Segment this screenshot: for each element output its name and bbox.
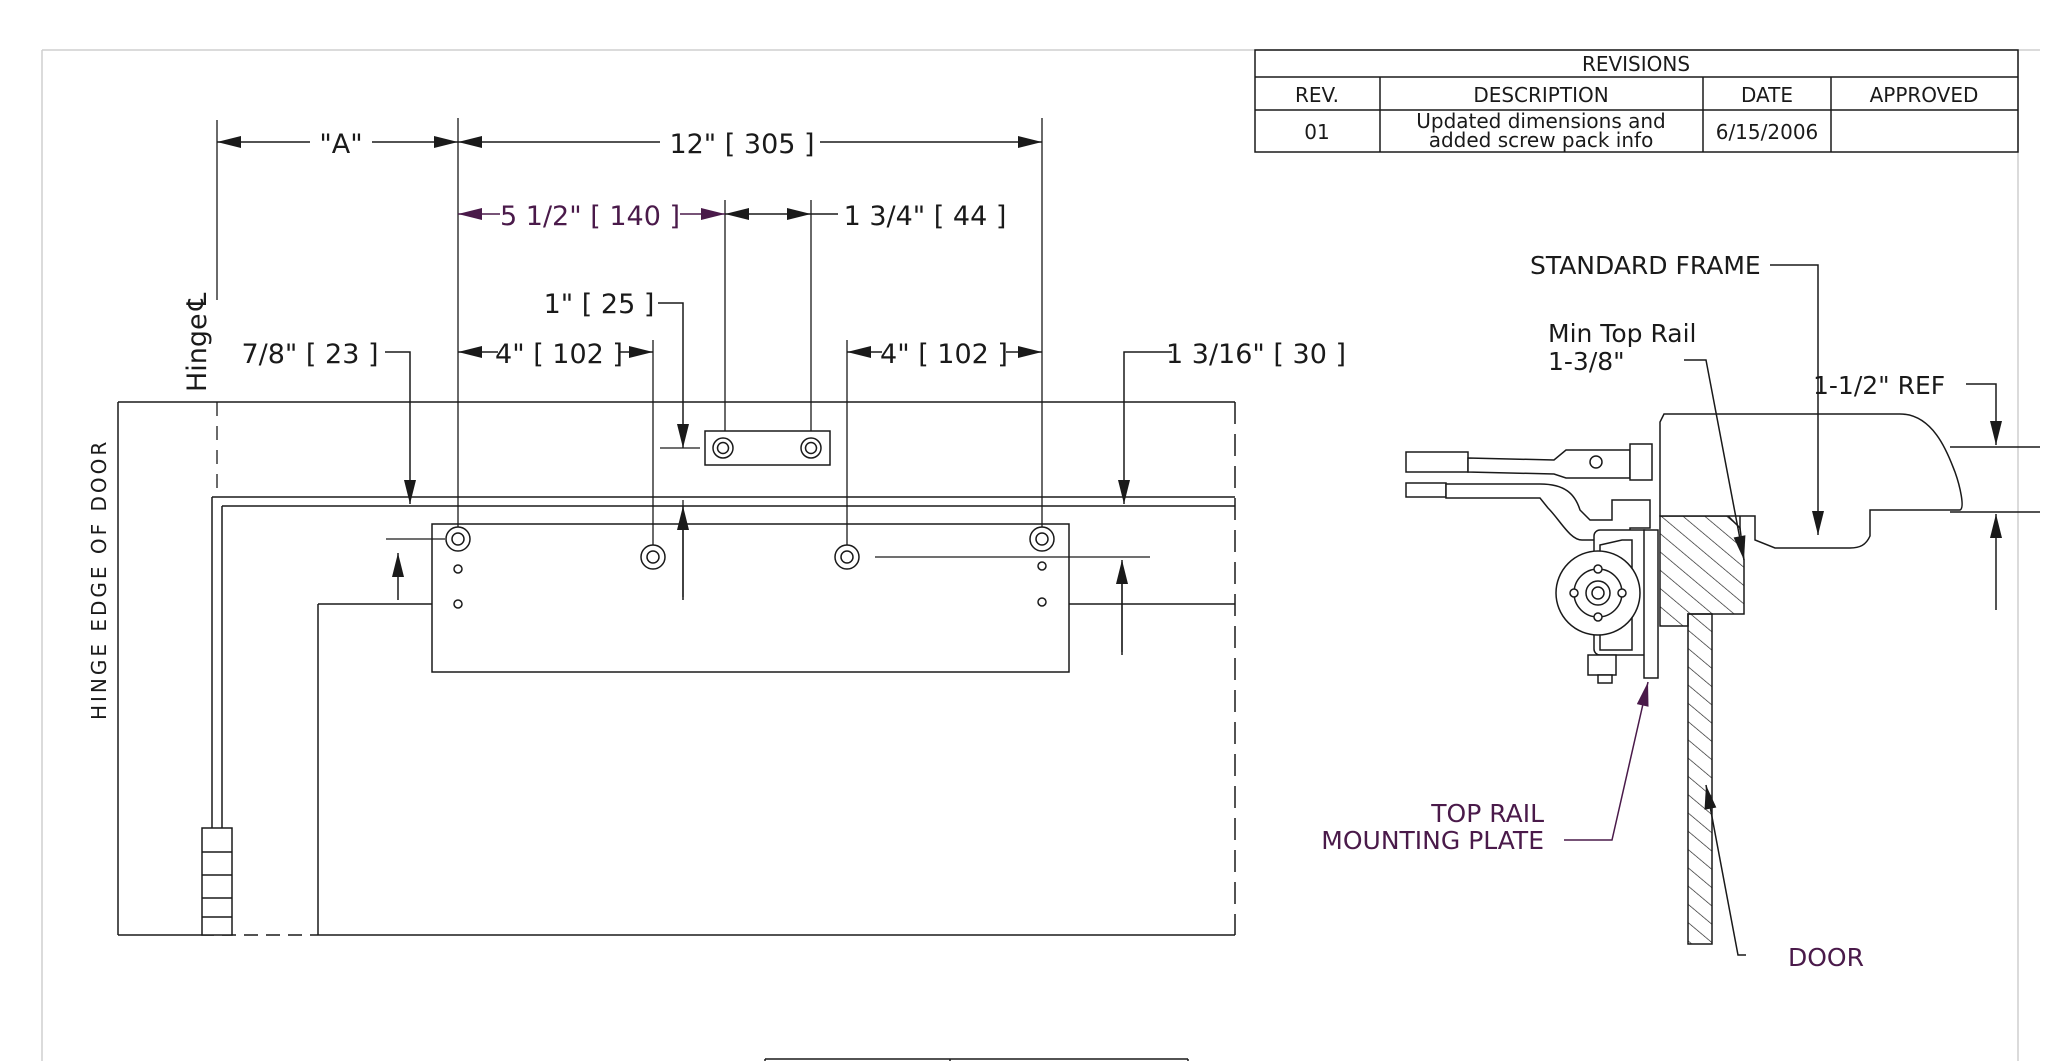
hinge-centerline-label: Hinge ℄ [182, 292, 213, 392]
dim-4-inch-left: 4" [ 102 ] [495, 339, 623, 370]
revisions-title: REVISIONS [1582, 52, 1690, 76]
dim-5-1-2-inch: 5 1/2" [ 140 ] [500, 201, 680, 232]
top-rail-leader [1564, 681, 1649, 841]
dim-1-3-16-inch: 1 3/16" [ 30 ] [1166, 339, 1346, 370]
standard-frame-label: STANDARD FRAME [1530, 251, 1761, 280]
frame-bracket [704, 430, 831, 466]
min-top-rail-label-1: Min Top Rail [1548, 319, 1696, 348]
hinge-label: Hinge [182, 313, 213, 392]
top-rail-label-2: MOUNTING PLATE [1321, 826, 1544, 855]
rev-header-rev: REV. [1295, 83, 1339, 107]
rev-cell-date: 6/15/2006 [1716, 120, 1819, 144]
door-section [1687, 613, 1713, 945]
hinge-icon [201, 827, 233, 936]
hinge-edge-label: HINGE EDGE OF DOOR [87, 439, 111, 720]
title-block-fragment [764, 1058, 1189, 1061]
section-leaders [1684, 264, 2002, 956]
closer-arm [1405, 443, 1653, 541]
rev-cell-rev: 01 [1304, 120, 1329, 144]
top-rail-section [1659, 515, 1745, 627]
rev-header-approved: APPROVED [1870, 83, 1979, 107]
section-view: STANDARD FRAME Min Top Rail 1-3/8" 1-1/2… [1321, 251, 2040, 972]
top-rail-label-1: TOP RAIL [1430, 799, 1544, 828]
front-view: "A" 12" [ 305 ] 5 1/2" [ 140 ] 1 3/4" [ … [87, 118, 1346, 936]
dim-1-inch: 1" [ 25 ] [544, 289, 655, 320]
rev-cell-description-line2: added screw pack info [1429, 128, 1654, 152]
centerline-icon: ℄ [182, 292, 213, 311]
dim-4-inch-right: 4" [ 102 ] [880, 339, 1008, 370]
extension-lines [216, 118, 1150, 652]
door-label: DOOR [1788, 943, 1864, 972]
rev-header-date: DATE [1741, 83, 1793, 107]
revisions-table: REVISIONS REV. DESCRIPTION DATE APPROVED… [1254, 49, 2019, 153]
dimension-lines [217, 136, 1172, 655]
closer-body [1555, 529, 1659, 684]
min-top-rail-label-2: 1-3/8" [1548, 347, 1625, 376]
dim-a: "A" [319, 129, 362, 160]
dim-1-3-4-inch: 1 3/4" [ 44 ] [844, 201, 1007, 232]
dim-12-inch: 12" [ 305 ] [669, 129, 814, 160]
one-half-ref-label: 1-1/2" REF [1813, 371, 1945, 400]
rev-header-description: DESCRIPTION [1473, 83, 1608, 107]
mounting-plate [431, 523, 1070, 673]
dim-7-8-inch: 7/8" [ 23 ] [241, 339, 378, 370]
rev-cell-description-line1: Updated dimensions and [1416, 109, 1666, 133]
door-frame-outline [117, 401, 1236, 936]
